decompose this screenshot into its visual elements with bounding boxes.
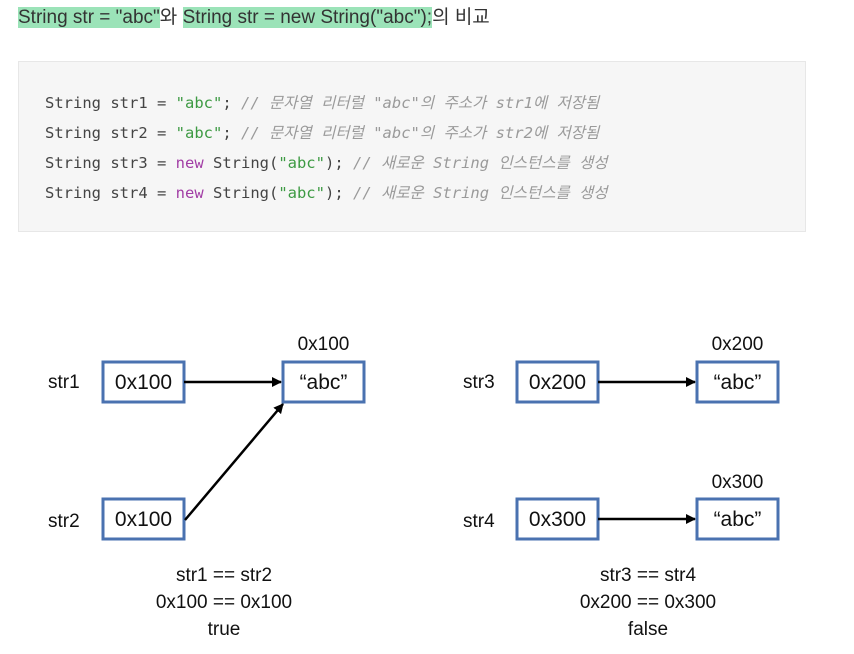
var-label-str4: str4 (463, 511, 495, 532)
compare-left-result: true (208, 619, 241, 640)
page-heading: String str = "abc"와 String str = new Str… (18, 6, 490, 30)
code-block: String str1 = "abc"; // 문자열 리터럴 "abc"의 주… (18, 61, 806, 232)
heading-connector: 와 (159, 7, 183, 28)
compare-right-line2: 0x200 == 0x300 (580, 592, 716, 613)
code-line-1: String str1 = "abc"; // 문자열 리터럴 "abc"의 주… (45, 94, 600, 112)
compare-right-result: false (628, 619, 668, 640)
heading-literal-code: String str = "abc" (18, 7, 160, 28)
ref-box-str2 (101, 497, 186, 541)
ref-box-str3 (515, 360, 600, 404)
ref-value-str1: 0x100 (115, 371, 172, 394)
string-object-left-value: “abc” (300, 371, 348, 394)
obj-address-right-top: 0x200 (712, 334, 764, 355)
obj-address-right-bottom: 0x300 (712, 472, 764, 493)
string-object-left (281, 360, 366, 404)
var-label-str1: str1 (48, 372, 80, 393)
heading-suffix: 의 비교 (432, 7, 490, 28)
ref-value-str4: 0x300 (529, 508, 586, 531)
ref-value-str3: 0x200 (529, 371, 586, 394)
string-object-right-bottom (695, 497, 780, 541)
compare-left-line1: str1 == str2 (176, 565, 272, 586)
arrow-str2-to-object (184, 403, 284, 521)
code-line-3: String str3 = new String("abc"); // 새로운 … (45, 154, 608, 172)
code-line-4: String str4 = new String("abc"); // 새로운 … (45, 184, 608, 202)
string-object-right-top (695, 360, 780, 404)
var-label-str2: str2 (48, 511, 80, 532)
ref-value-str2: 0x100 (115, 508, 172, 531)
string-object-right-bottom-value: “abc” (714, 508, 762, 531)
code-line-2: String str2 = "abc"; // 문자열 리터럴 "abc"의 주… (45, 124, 600, 142)
compare-right-line1: str3 == str4 (600, 565, 697, 586)
var-label-str3: str3 (463, 372, 495, 393)
obj-address-left: 0x100 (298, 334, 350, 355)
string-object-right-top-value: “abc” (714, 371, 762, 394)
heading-new-code: String str = new String("abc"); (182, 7, 433, 28)
compare-left-line2: 0x100 == 0x100 (156, 592, 292, 613)
